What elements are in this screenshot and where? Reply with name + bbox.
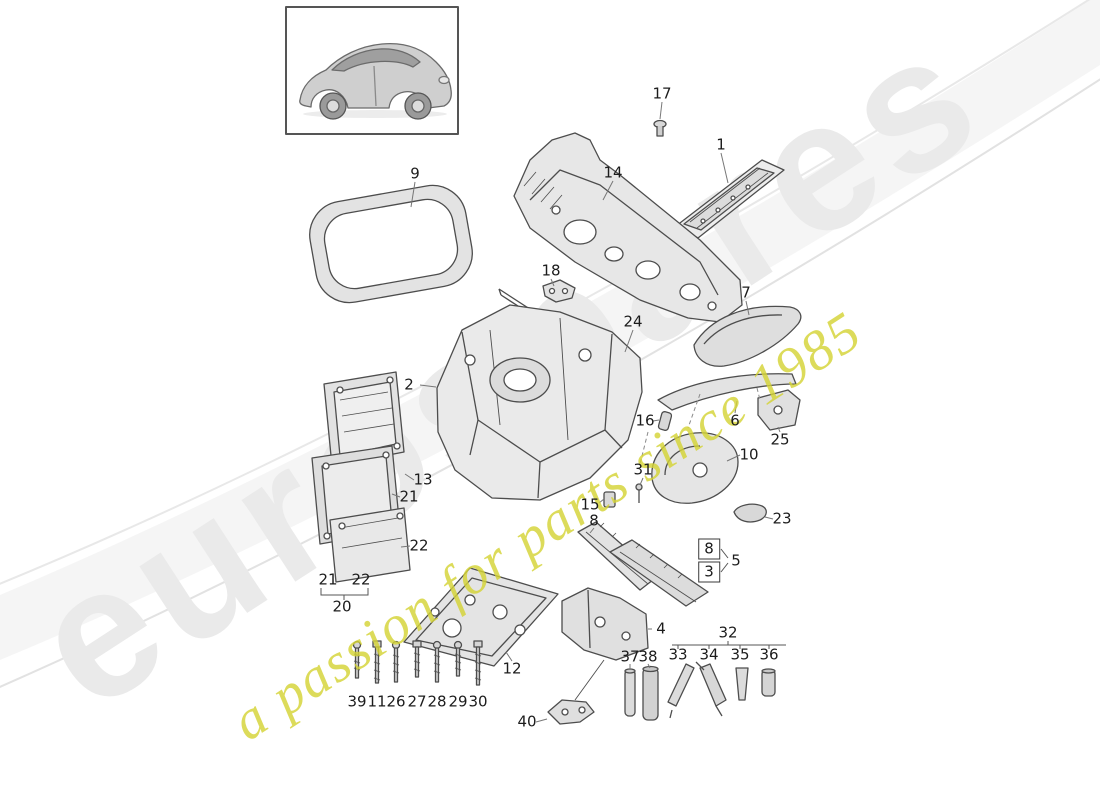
- part-shape-27: [412, 640, 422, 678]
- part-shape-30: [473, 640, 483, 686]
- part-shape-16: [657, 411, 673, 431]
- part-shape-6: [657, 373, 797, 411]
- part-shape-22: [329, 507, 411, 583]
- part-shape-29: [453, 640, 463, 677]
- part-shape-36: [761, 668, 776, 697]
- bracket-32: [672, 641, 786, 649]
- part-shape-37: [624, 668, 636, 717]
- part-shape-38: [642, 665, 659, 721]
- part-shape-28: [432, 640, 442, 683]
- part-shape-25: [757, 389, 801, 431]
- part-shape-14: [513, 132, 743, 323]
- part-shape-12: [403, 567, 559, 667]
- part-shape-17: [653, 119, 667, 137]
- part-shape-35: [735, 667, 749, 701]
- part-shape-9: [309, 184, 473, 304]
- part-shape-23: [733, 503, 767, 523]
- bracket-20: [320, 588, 369, 600]
- part-shape-4: [561, 587, 649, 661]
- vehicle-thumbnail: [285, 6, 459, 135]
- part-shape-40: [547, 659, 605, 725]
- part-shape-7: [693, 305, 802, 367]
- part-shape-10: [651, 432, 739, 504]
- part-shape-13: [323, 371, 405, 467]
- dashed-lines: [639, 387, 761, 465]
- part-shape-18: [542, 279, 576, 303]
- bracket-5: [720, 548, 729, 573]
- part-shape-31: [635, 483, 643, 503]
- part-shape-39: [352, 640, 362, 679]
- part-shape-5: [609, 539, 709, 607]
- part-shape-34: [695, 661, 727, 717]
- part-shape-11: [372, 640, 382, 684]
- part-shape-33: [667, 663, 695, 719]
- part-shape-2: [436, 304, 643, 501]
- leader-lines: [391, 101, 781, 723]
- part-shape-26: [391, 640, 401, 683]
